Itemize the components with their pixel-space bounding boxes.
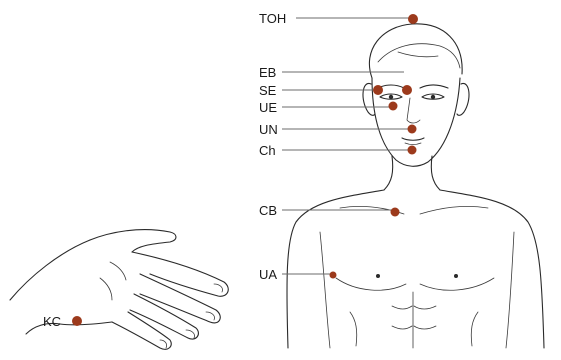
ua-dot [330, 272, 337, 279]
label-eb: EB [259, 65, 276, 80]
se-dot [373, 85, 383, 95]
toh-dot [408, 14, 418, 24]
kc-dot [72, 316, 82, 326]
right-eye [389, 95, 393, 99]
un-dot [408, 125, 417, 134]
ch-dot [408, 146, 417, 155]
label-toh: TOH [259, 11, 286, 26]
label-kc: KC [43, 314, 61, 329]
ue-dot [389, 102, 398, 111]
point-labels: TOH EB SE UE UN Ch CB UA KC [43, 11, 286, 329]
label-un: UN [259, 122, 278, 137]
hand-outline [10, 230, 228, 350]
label-ua: UA [259, 267, 277, 282]
label-se: SE [259, 83, 277, 98]
label-ue: UE [259, 100, 277, 115]
cb-dot [391, 208, 400, 217]
left-eye [431, 95, 435, 99]
label-cb: CB [259, 203, 277, 218]
label-ch: Ch [259, 143, 276, 158]
body-outline [287, 24, 544, 348]
tapping-point-dots [72, 14, 418, 326]
eb-dot [402, 85, 412, 95]
leader-lines [282, 18, 413, 274]
